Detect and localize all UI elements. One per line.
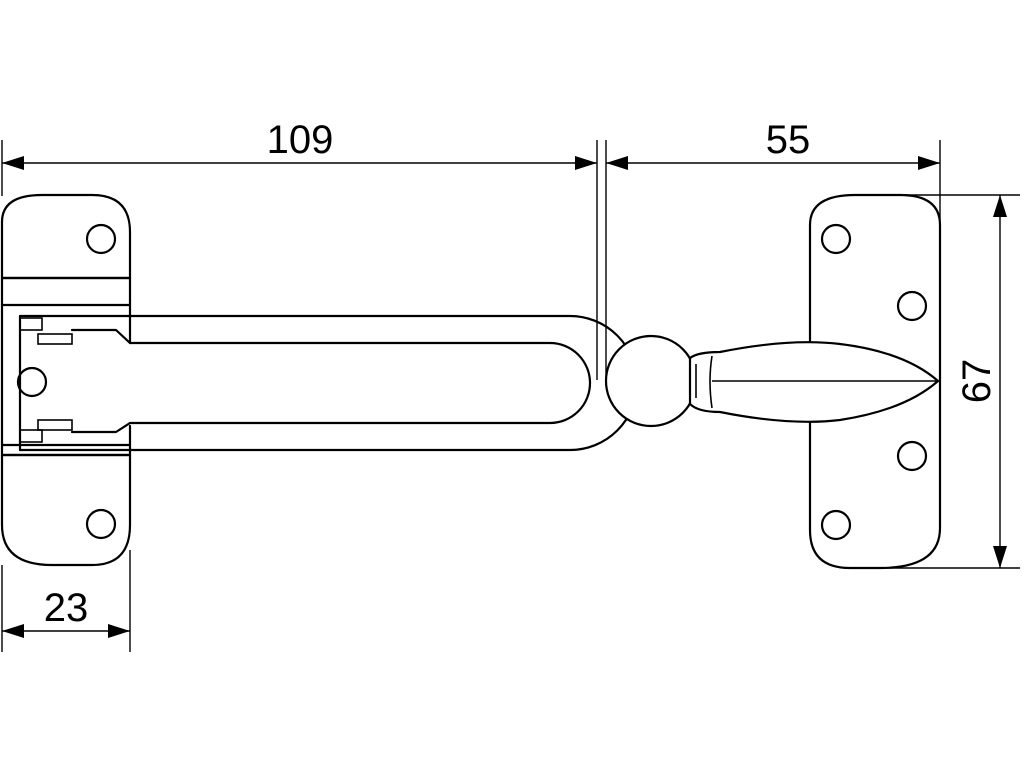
screw-hole [896,290,928,322]
dimension-label: 55 [766,118,811,162]
dimension-67: 67 [880,194,1020,569]
right-mounting-plate [808,193,942,570]
dimension-109: 109 [1,118,598,380]
dimension-label: 23 [44,586,89,630]
screw-hole [16,366,48,398]
screw-hole [85,223,117,255]
screw-hole [820,223,852,255]
catch-knob [604,334,940,428]
dimension-23: 23 [1,550,131,652]
dimension-55: 55 [605,118,941,380]
screw-hole [820,509,852,541]
left-mounting-plate [0,193,132,567]
screw-hole [85,508,117,540]
screw-hole [896,440,928,472]
dimension-label: 67 [955,359,999,404]
dimension-label: 109 [267,118,334,162]
guard-bar [18,314,639,452]
